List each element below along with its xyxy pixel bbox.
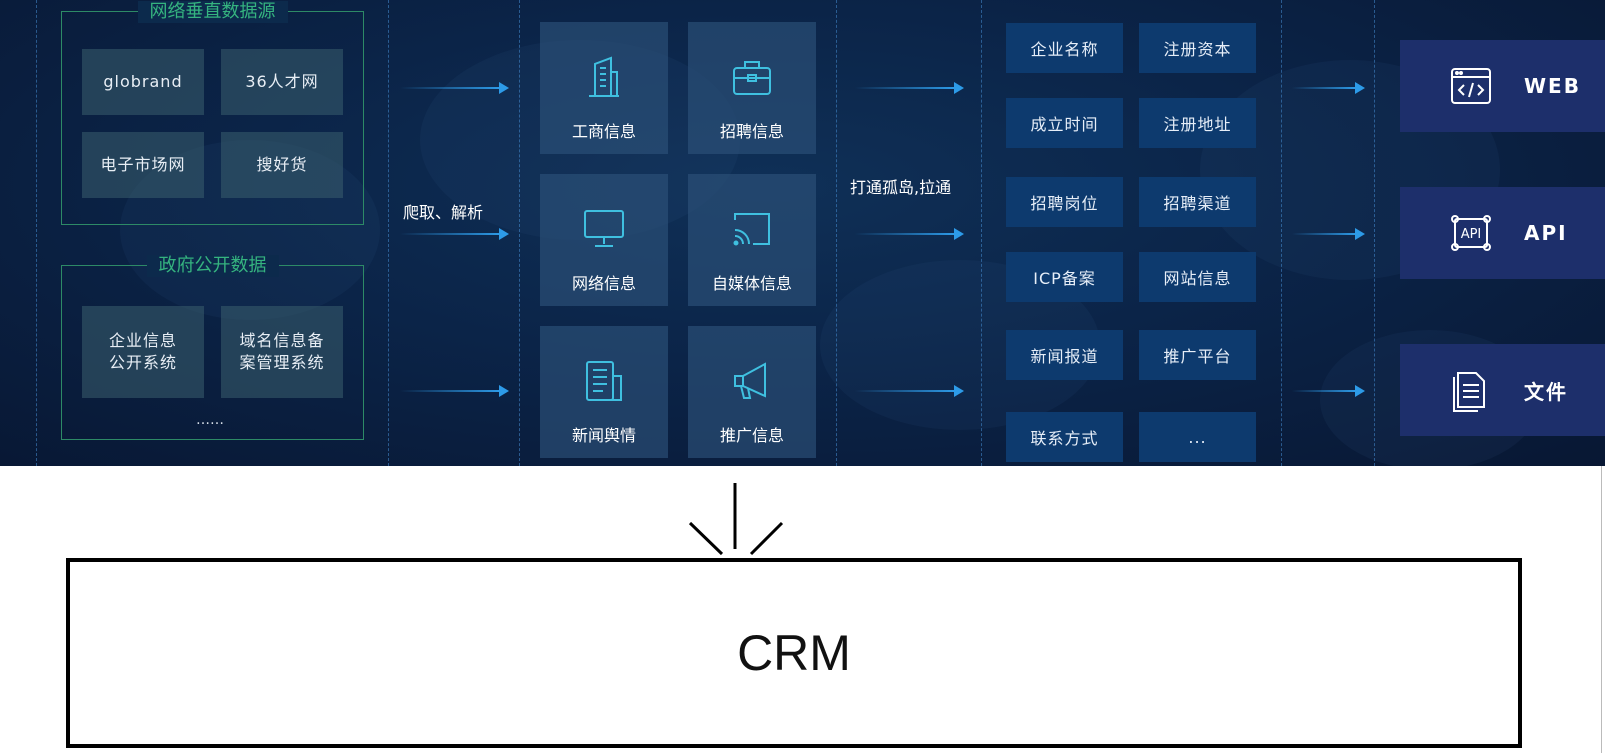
flow-arrow — [855, 82, 964, 94]
output-label: API — [1524, 221, 1568, 245]
data-field: 企业名称 — [1006, 23, 1123, 73]
data-field: 联系方式 — [1006, 412, 1123, 462]
source-item: 电子市场网 — [82, 132, 204, 198]
divider — [1281, 0, 1282, 466]
category-label: 推广信息 — [719, 426, 784, 445]
monitor-icon — [584, 210, 624, 247]
category-tile: 新闻舆情 — [540, 326, 668, 458]
source-group-title: 网络垂直数据源 — [137, 1, 288, 23]
flow-arrow — [400, 385, 509, 397]
output-label: WEB — [1524, 74, 1581, 98]
category-label: 招聘信息 — [719, 122, 784, 141]
divider — [519, 0, 520, 466]
source-item: 36人才网 — [221, 49, 343, 115]
flow-arrow — [1292, 385, 1365, 397]
data-field: 网站信息 — [1139, 252, 1256, 302]
source-item: 企业信息 公开系统 — [82, 306, 204, 398]
divider — [36, 0, 37, 466]
step-label: 爬取、解析 — [403, 203, 484, 222]
data-field: 注册地址 — [1139, 98, 1256, 148]
data-field: ICP备案 — [1006, 252, 1123, 302]
svg-text:API: API — [1461, 227, 1482, 242]
source-item: 域名信息备 案管理系统 — [221, 306, 343, 398]
category-tile: 网络信息 — [540, 174, 668, 306]
data-field: 推广平台 — [1139, 330, 1256, 380]
code-window-icon — [1451, 68, 1491, 104]
building-icon — [589, 56, 619, 97]
divider — [1601, 466, 1602, 753]
divider — [388, 0, 389, 466]
category-tile: 招聘信息 — [688, 22, 816, 154]
category-label: 工商信息 — [571, 122, 636, 141]
step-label: 打通孤岛,拉通 — [850, 178, 952, 197]
briefcase-icon — [733, 61, 771, 95]
document-icon — [1453, 372, 1485, 412]
divider — [836, 0, 837, 466]
source-item: 搜好货 — [221, 132, 343, 198]
data-field: 注册资本 — [1139, 23, 1256, 73]
output-file: 文件 — [1400, 344, 1605, 436]
output-web: WEB — [1400, 40, 1605, 132]
category-label: 新闻舆情 — [571, 426, 636, 445]
output-label: 文件 — [1524, 379, 1568, 404]
divider — [981, 0, 982, 466]
more-sources: …… — [196, 412, 224, 428]
category-tile: 推广信息 — [688, 326, 816, 458]
divider — [1374, 0, 1375, 466]
source-group-gov: 政府公开数据 — [61, 255, 364, 440]
megaphone-icon — [734, 362, 766, 399]
crm-label: CRM — [737, 625, 851, 681]
flow-arrow — [400, 228, 509, 240]
source-group-web: 网络垂直数据源 — [61, 1, 364, 225]
data-field: 成立时间 — [1006, 98, 1123, 148]
category-label: 网络信息 — [571, 274, 636, 293]
news-icon — [586, 361, 622, 401]
flow-arrow — [855, 385, 964, 397]
source-group-title: 政府公开数据 — [146, 255, 279, 277]
flow-arrow — [1292, 82, 1365, 94]
flow-arrow — [1292, 228, 1365, 240]
data-flow-banner: 网络垂直数据源 globrand 36人才网 电子市场网 搜好货 政府公开数据 … — [0, 0, 1605, 466]
flow-arrow — [855, 228, 964, 240]
cast-icon — [733, 213, 770, 246]
down-arrow-icon — [688, 483, 784, 556]
category-tile: 工商信息 — [540, 22, 668, 154]
data-field: 招聘岗位 — [1006, 177, 1123, 227]
category-tile: 自媒体信息 — [688, 174, 816, 306]
output-api: API API — [1400, 187, 1605, 279]
source-item: globrand — [82, 49, 204, 115]
category-label: 自媒体信息 — [711, 274, 792, 293]
api-icon: API — [1451, 215, 1491, 251]
data-field: 招聘渠道 — [1139, 177, 1256, 227]
data-field: 新闻报道 — [1006, 330, 1123, 380]
data-field: ... — [1139, 412, 1256, 462]
flow-arrow — [400, 82, 509, 94]
crm-box: CRM — [66, 558, 1522, 748]
